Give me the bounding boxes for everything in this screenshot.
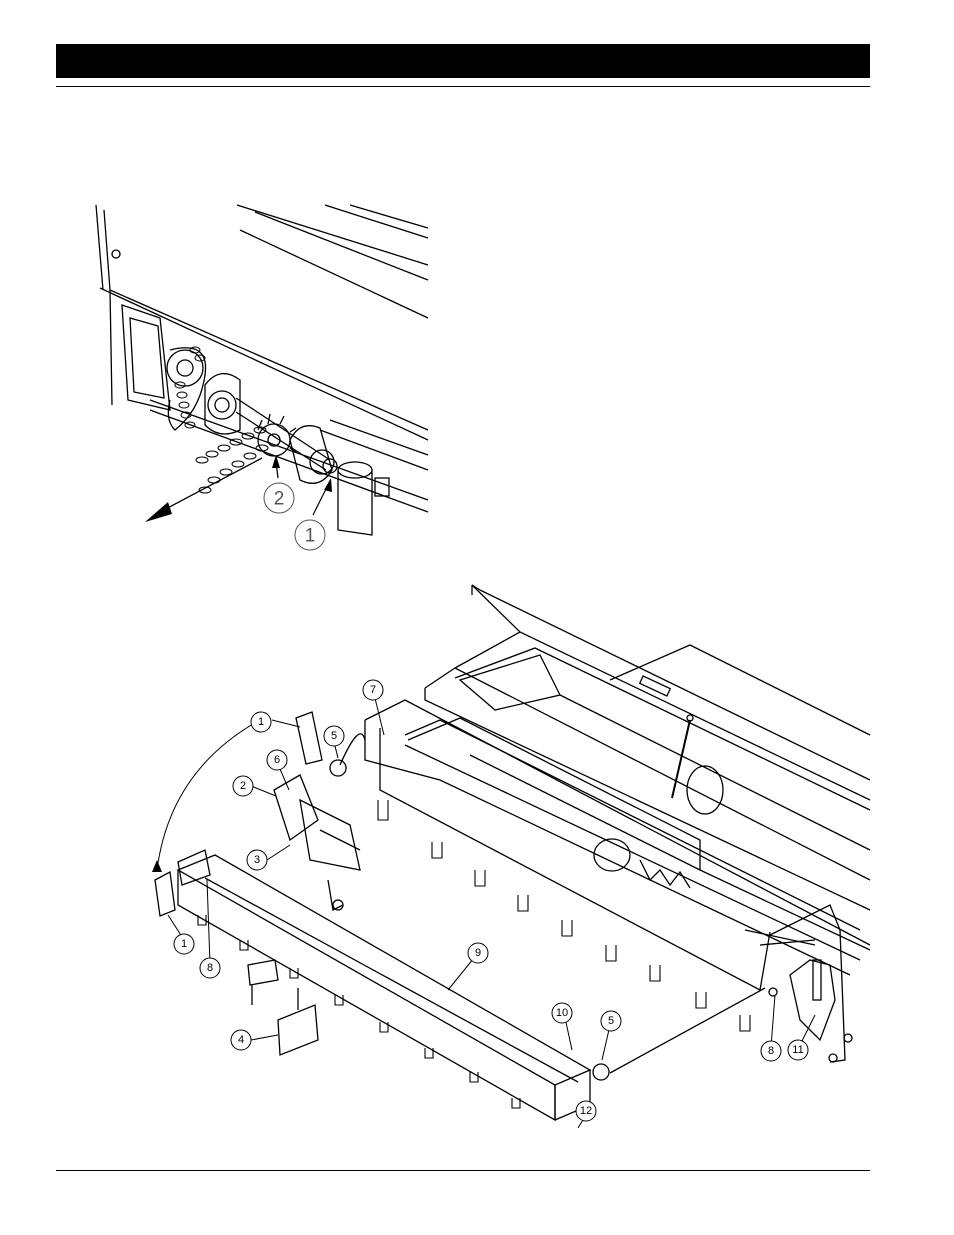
detail-callout-1: 1 — [295, 520, 325, 550]
assembly-leaders — [168, 690, 815, 1128]
svg-text:2: 2 — [240, 780, 246, 792]
callout-12: 12 — [576, 1101, 596, 1121]
svg-text:1: 1 — [181, 938, 187, 950]
svg-text:9: 9 — [475, 947, 481, 959]
svg-text:7: 7 — [370, 684, 376, 696]
callout-10: 10 — [552, 1003, 572, 1023]
callout-8-left: 8 — [200, 958, 220, 978]
svg-text:11: 11 — [792, 1044, 803, 1056]
callout-5-lower: 5 — [601, 1011, 621, 1031]
svg-text:10: 10 — [556, 1007, 568, 1019]
svg-text:5: 5 — [608, 1015, 614, 1027]
detail-view — [96, 205, 428, 535]
callout-3: 3 — [247, 850, 267, 870]
svg-text:1: 1 — [258, 716, 264, 728]
callout-6: 6 — [267, 750, 287, 770]
svg-text:6: 6 — [274, 754, 280, 766]
callout-5-upper: 5 — [324, 726, 344, 746]
footer-rule — [56, 1170, 870, 1171]
svg-text:8: 8 — [768, 1045, 774, 1057]
callout-8-right: 8 — [761, 1041, 781, 1061]
callout-1-lower: 1 — [174, 934, 194, 954]
svg-text:4: 4 — [238, 1034, 244, 1046]
svg-text:3: 3 — [254, 854, 260, 866]
svg-text:8: 8 — [207, 962, 213, 974]
svg-text:12: 12 — [580, 1105, 592, 1117]
callout-7: 7 — [363, 680, 383, 700]
svg-text:5: 5 — [331, 730, 337, 742]
svg-text:1: 1 — [305, 526, 316, 547]
svg-text:2: 2 — [274, 489, 285, 510]
detail-callout-2: 2 — [264, 483, 294, 513]
callout-9: 9 — [468, 943, 488, 963]
callout-1-upper: 1 — [251, 712, 271, 732]
callout-11: 11 — [788, 1040, 808, 1060]
arrow-head-icon — [145, 502, 172, 522]
callout-4: 4 — [231, 1030, 251, 1050]
callout-2: 2 — [233, 776, 253, 796]
